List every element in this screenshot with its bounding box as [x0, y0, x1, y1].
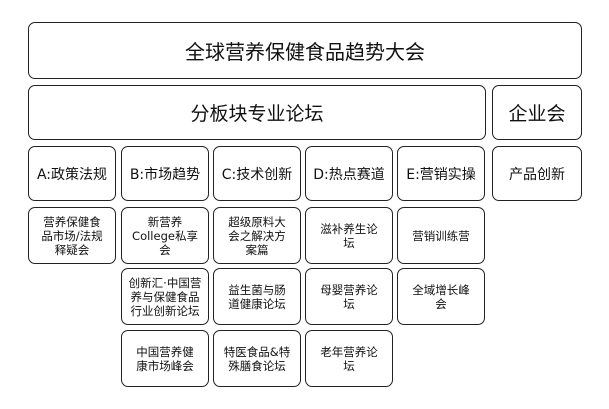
track-e-header: E:营销实操	[397, 146, 485, 201]
forum-box-b1: 新营养College私享会	[121, 207, 209, 264]
forum-box-c1: 超级原料大会之解决方案篇	[213, 207, 301, 264]
product-innovation-header: 产品创新	[492, 146, 582, 201]
forum-box-d1: 滋补养生论坛	[305, 207, 393, 264]
track-a-header: A:政策法规	[28, 146, 116, 201]
forum-box-d3: 老年营养论坛	[305, 330, 393, 387]
conference-title: 全球营养保健食品趋势大会	[28, 22, 582, 79]
forum-box-a1: 营养保健食品市场/法规释疑会	[28, 207, 116, 264]
track-c-header: C:技术创新	[213, 146, 301, 201]
forum-box-e1: 营销训练营	[397, 207, 485, 264]
track-b-header: B:市场趋势	[121, 146, 209, 201]
enterprise-box: 企业会	[492, 85, 582, 140]
forum-box-e2: 全域增长峰会	[397, 268, 485, 325]
forum-box-d2: 母婴营养论坛	[305, 268, 393, 325]
sub-forum-box: 分板块专业论坛	[28, 85, 486, 140]
forum-box-b2: 创新汇·中国营养与保健食品行业创新论坛	[121, 268, 209, 325]
track-d-header: D:热点赛道	[305, 146, 393, 201]
forum-box-c2: 益生菌与肠道健康论坛	[213, 268, 301, 325]
forum-box-b3: 中国营养健康市场峰会	[121, 330, 209, 387]
forum-box-c3: 特医食品&特殊膳食论坛	[213, 330, 301, 387]
